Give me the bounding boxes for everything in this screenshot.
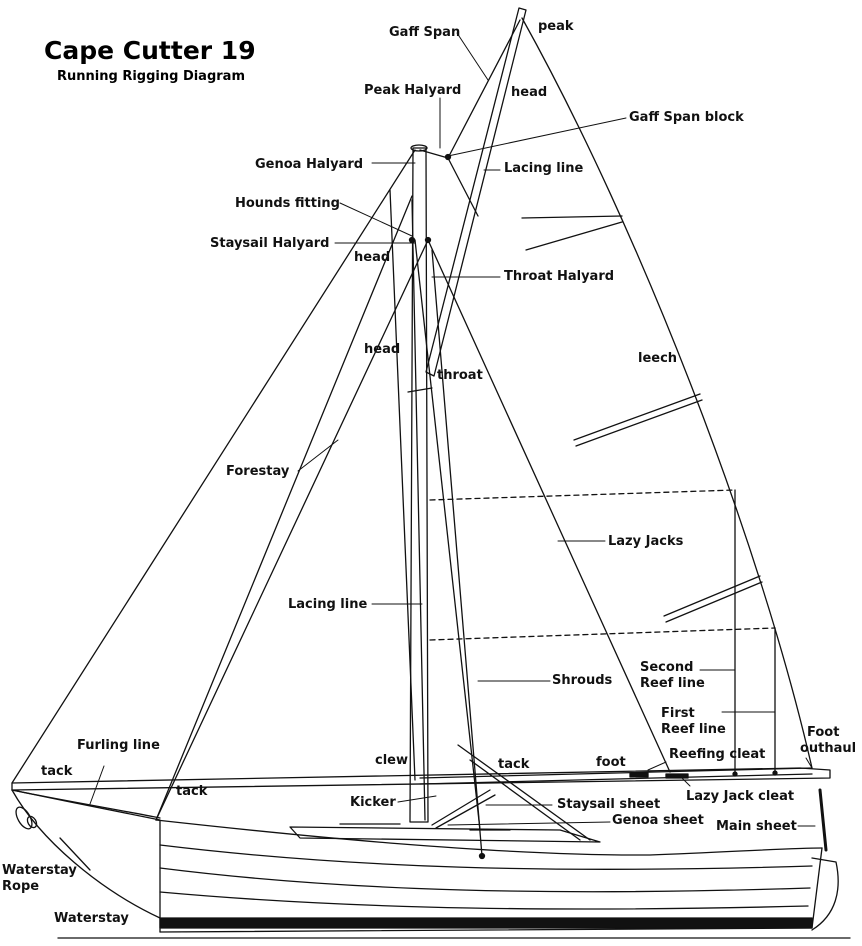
label-staysail-halyard: Staysail Halyard <box>210 236 330 251</box>
label-forestay: Forestay <box>226 464 290 479</box>
label-second-reef-line: Second <box>640 660 694 675</box>
fittings <box>408 153 778 860</box>
label-head-main: head <box>511 85 548 100</box>
label-furling-line: Furling line <box>77 738 160 753</box>
leader-lines <box>89 32 816 827</box>
label-lazy-jacks: Lazy Jacks <box>608 534 684 549</box>
label-kicker: Kicker <box>350 795 396 810</box>
label-main-sheet: Main sheet <box>716 819 797 834</box>
label-waterstay: Waterstay <box>54 911 129 926</box>
label-peak-halyard: Peak Halyard <box>364 83 462 98</box>
label-waterstay-rope: Waterstay <box>2 863 77 878</box>
label-lazy-jack-cleat: Lazy Jack cleat <box>686 789 795 804</box>
label-shrouds: Shrouds <box>552 673 613 688</box>
label-leech: leech <box>638 351 678 366</box>
headsails <box>11 19 521 831</box>
label-peak: peak <box>538 19 574 34</box>
label-tack-genoa: tack <box>41 764 73 779</box>
label-foot-outhaul-2: outhaul <box>800 741 857 756</box>
label-first-reef-line-2: Reef line <box>661 722 726 737</box>
label-foot-outhaul: Foot <box>807 725 840 740</box>
label-gaff-span-block: Gaff Span block <box>629 110 744 125</box>
mast <box>407 144 433 823</box>
label-gaff-span: Gaff Span <box>389 25 461 40</box>
label-first-reef-line: First <box>661 706 695 721</box>
label-tack-staysail: tack <box>498 757 530 772</box>
label-second-reef-line-2: Reef line <box>640 676 705 691</box>
diagram-title: Cape Cutter 19 <box>44 36 256 65</box>
label-genoa-sheet: Genoa sheet <box>612 813 704 828</box>
boom <box>419 767 813 785</box>
label-head-genoa: head <box>354 250 391 265</box>
label-waterstay-rope-2: Rope <box>2 879 40 894</box>
label-head-staysail: head <box>364 342 401 357</box>
lines <box>11 199 828 871</box>
diagram-subtitle: Running Rigging Diagram <box>57 69 245 84</box>
label-throat-halyard: Throat Halyard <box>504 269 615 284</box>
label-throat: throat <box>437 368 483 383</box>
label-lacing-line-mast: Lacing line <box>288 597 368 612</box>
label-genoa-halyard: Genoa Halyard <box>255 157 364 172</box>
label-staysail-sheet: Staysail sheet <box>557 797 661 812</box>
label-reefing-cleat: Reefing cleat <box>669 747 766 762</box>
label-foot: foot <box>596 755 626 770</box>
label-hounds-fitting: Hounds fitting <box>235 196 340 211</box>
mainsail <box>429 17 813 776</box>
label-lacing-line-gaff: Lacing line <box>504 161 584 176</box>
label-tack-jib: tack <box>176 784 208 799</box>
label-clew: clew <box>375 753 408 768</box>
gaff <box>425 7 527 377</box>
